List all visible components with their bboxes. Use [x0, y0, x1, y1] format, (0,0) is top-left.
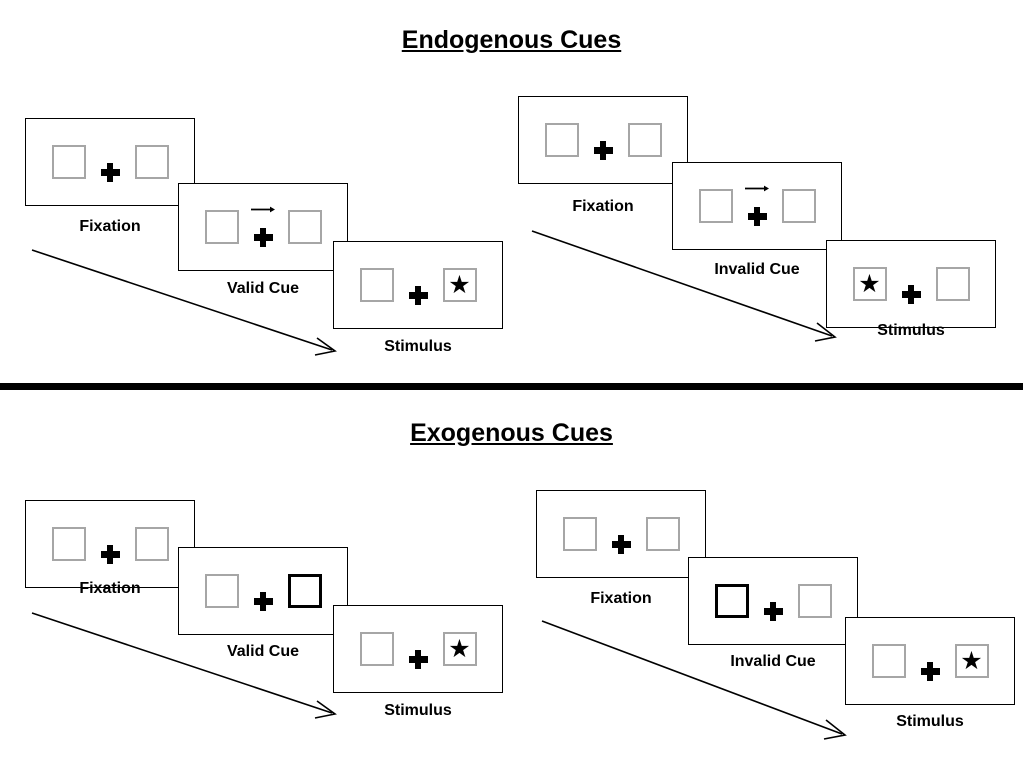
center-column	[901, 264, 921, 304]
fixation-cross-icon	[253, 228, 273, 247]
center-column	[611, 514, 631, 554]
placeholder-box-right: ★	[442, 268, 477, 302]
right-arrow-icon	[251, 206, 275, 213]
fixation-cross-icon	[100, 545, 120, 564]
fixation-cross-icon	[920, 662, 940, 681]
section-divider	[0, 383, 1023, 390]
frame-row	[204, 206, 322, 247]
caption-stimulus: Stimulus	[877, 322, 945, 339]
frame-row: ★	[852, 264, 970, 304]
center-column	[251, 206, 275, 247]
caption-fixation: Fixation	[79, 218, 141, 235]
placeholder-box-right	[627, 123, 662, 157]
frame-fixation	[25, 118, 195, 206]
frame-row	[204, 571, 322, 611]
frame-valid-cue	[178, 183, 348, 271]
placeholder-box-left	[51, 145, 86, 179]
caption-stimulus: Stimulus	[384, 702, 452, 719]
placeholder-box-left	[562, 517, 597, 551]
star-icon: ★	[448, 270, 471, 299]
frame-row: ★	[359, 265, 477, 305]
fixation-cross-icon	[763, 602, 783, 621]
placeholder-box-right	[781, 189, 816, 223]
center-column	[920, 641, 940, 681]
section-title-endogenous: Endogenous Cues	[401, 26, 622, 54]
frame-row: ★	[359, 629, 477, 669]
star-icon: ★	[448, 634, 471, 663]
frame-row	[698, 185, 816, 226]
center-column	[763, 581, 783, 621]
center-column	[408, 629, 428, 669]
frame-row: ★	[871, 641, 989, 681]
frame-row	[51, 524, 169, 564]
center-column	[100, 142, 120, 182]
center-column	[253, 571, 273, 611]
star-icon: ★	[858, 269, 881, 298]
caption-fixation: Fixation	[572, 198, 634, 215]
frame-row	[562, 514, 680, 554]
caption-fixation: Fixation	[79, 580, 141, 597]
placeholder-box-left	[204, 210, 239, 244]
caption-stimulus: Stimulus	[896, 713, 964, 730]
center-column	[100, 524, 120, 564]
frame-fixation	[536, 490, 706, 578]
caption-valid-cue: Valid Cue	[226, 643, 300, 660]
star-icon: ★	[960, 646, 983, 675]
placeholder-box-left	[51, 527, 86, 561]
fixation-cross-icon	[611, 535, 631, 554]
fixation-cross-icon	[408, 286, 428, 305]
section-title-exogenous: Exogenous Cues	[410, 419, 613, 447]
placeholder-box-right	[287, 210, 322, 244]
frame-fixation	[518, 96, 688, 184]
placeholder-box-right	[797, 584, 832, 618]
placeholder-box-right	[645, 517, 680, 551]
caption-invalid-cue: Invalid Cue	[714, 261, 800, 278]
frame-row	[544, 120, 662, 160]
frame-stimulus: ★	[845, 617, 1015, 705]
placeholder-box-left	[698, 189, 733, 223]
right-arrow-icon	[745, 185, 769, 192]
frame-stimulus: ★	[826, 240, 996, 328]
frame-invalid-cue	[688, 557, 858, 645]
fixation-cross-icon	[747, 207, 767, 226]
frame-invalid-cue	[672, 162, 842, 250]
fixation-cross-icon	[253, 592, 273, 611]
fixation-cross-icon	[408, 650, 428, 669]
caption-valid-cue: Valid Cue	[226, 280, 300, 297]
placeholder-box-left	[359, 268, 394, 302]
center-column	[408, 265, 428, 305]
placeholder-box-left-cued	[714, 584, 749, 618]
placeholder-box-left	[204, 574, 239, 608]
placeholder-box-left: ★	[852, 267, 887, 301]
fixation-cross-icon	[593, 141, 613, 160]
frame-stimulus: ★	[333, 605, 503, 693]
fixation-cross-icon	[901, 285, 921, 304]
placeholder-box-left	[871, 644, 906, 678]
placeholder-box-right	[935, 267, 970, 301]
placeholder-box-right	[134, 527, 169, 561]
frame-stimulus: ★	[333, 241, 503, 329]
caption-invalid-cue: Invalid Cue	[730, 653, 816, 670]
placeholder-box-left	[359, 632, 394, 666]
center-column	[593, 120, 613, 160]
frame-row	[714, 581, 832, 621]
placeholder-box-right-cued	[287, 574, 322, 608]
center-column	[745, 185, 769, 226]
caption-fixation: Fixation	[590, 590, 652, 607]
placeholder-box-right	[134, 145, 169, 179]
placeholder-box-left	[544, 123, 579, 157]
caption-stimulus: Stimulus	[384, 338, 452, 355]
frame-row	[51, 142, 169, 182]
fixation-cross-icon	[100, 163, 120, 182]
frame-valid-cue	[178, 547, 348, 635]
placeholder-box-right: ★	[442, 632, 477, 666]
placeholder-box-right: ★	[954, 644, 989, 678]
frame-fixation	[25, 500, 195, 588]
